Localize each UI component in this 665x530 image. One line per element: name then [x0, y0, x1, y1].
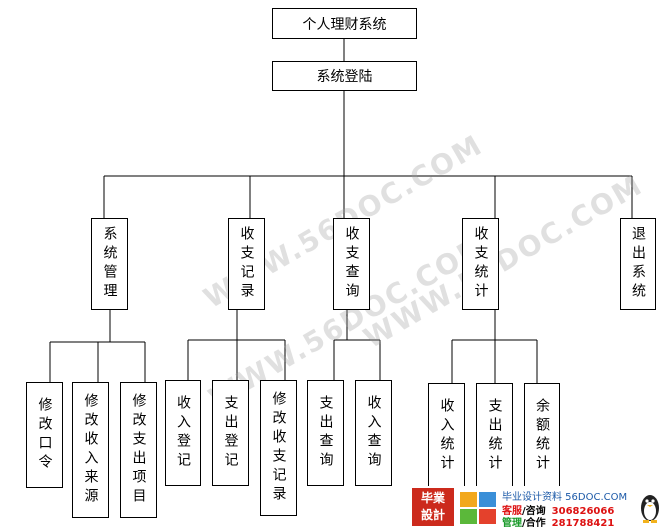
node-sys-manage-label: 系统管理 — [101, 226, 118, 302]
node-sys-manage: 系统管理 — [91, 218, 128, 310]
node-income-expense-query: 收支查询 — [333, 218, 370, 310]
node-income-register: 收入登记 — [165, 380, 201, 486]
logo-line-2: 設計 — [420, 508, 445, 522]
site-logo: 毕業 設計 — [412, 488, 454, 526]
footer-consult-label: /咨询 — [522, 506, 546, 517]
node-expense-query: 支出查询 — [307, 380, 344, 486]
node-expense-register-label: 支出登记 — [222, 395, 239, 471]
node-modify-income-expense-record-label: 修改收支记录 — [270, 391, 287, 505]
footer-cooperate-label: /合作 — [522, 518, 546, 529]
node-modify-expense-item-label: 修改支出项目 — [130, 393, 147, 507]
node-expense-stats: 支出统计 — [476, 383, 513, 489]
node-income-register-label: 收入登记 — [175, 395, 191, 471]
logo-line-1: 毕業 — [420, 491, 445, 505]
footer-title: 毕业设计资料 56DOC.COM — [502, 492, 628, 503]
node-modify-income-source-label: 修改收入来源 — [82, 393, 99, 507]
node-income-expense-query-label: 收支查询 — [343, 226, 360, 302]
node-root-label: 个人理财系统 — [302, 16, 387, 33]
node-exit-system-label: 退出系统 — [630, 226, 646, 302]
footer-logo-strip: 毕業 設計 毕业设计资料 56DOC.COM 客服/咨询 306826066 管理… — [410, 486, 665, 530]
footer-service-row: 客服/咨询 306826066 — [502, 502, 614, 517]
node-income-expense-record-label: 收支记录 — [238, 226, 255, 302]
node-modify-income-source: 修改收入来源 — [72, 382, 109, 518]
node-change-password-label: 修改口令 — [36, 397, 53, 473]
node-income-expense-stats-label: 收支统计 — [472, 226, 489, 302]
node-income-expense-stats: 收支统计 — [462, 218, 499, 310]
node-income-query: 收入查询 — [355, 380, 392, 486]
node-change-password: 修改口令 — [26, 382, 63, 488]
node-income-query-label: 收入查询 — [365, 395, 382, 471]
node-income-stats: 收入统计 — [428, 383, 465, 489]
puzzle-icon — [460, 492, 496, 524]
footer-manage-label: 管理 — [502, 518, 522, 529]
node-modify-income-expense-record: 修改收支记录 — [260, 380, 297, 516]
node-modify-expense-item: 修改支出项目 — [120, 382, 157, 518]
node-exit-system: 退出系统 — [620, 218, 656, 310]
node-expense-query-label: 支出查询 — [317, 395, 334, 471]
node-balance-stats: 余额统计 — [524, 383, 560, 489]
node-income-expense-record: 收支记录 — [228, 218, 265, 310]
node-login-label: 系统登陆 — [316, 69, 373, 85]
qq-penguin-icon — [641, 495, 659, 523]
node-expense-register: 支出登记 — [212, 380, 249, 486]
footer-service-label: 客服 — [502, 506, 522, 517]
node-root: 个人理财系统 — [272, 8, 417, 39]
footer-manage-number: 281788421 — [551, 518, 615, 529]
footer-manage-row: 管理/合作 281788421 — [502, 514, 614, 529]
node-expense-stats-label: 支出统计 — [486, 398, 503, 474]
node-income-stats-label: 收入统计 — [438, 398, 455, 474]
node-balance-stats-label: 余额统计 — [534, 398, 550, 474]
node-login: 系统登陆 — [272, 61, 417, 91]
footer-service-number: 306826066 — [551, 506, 615, 517]
